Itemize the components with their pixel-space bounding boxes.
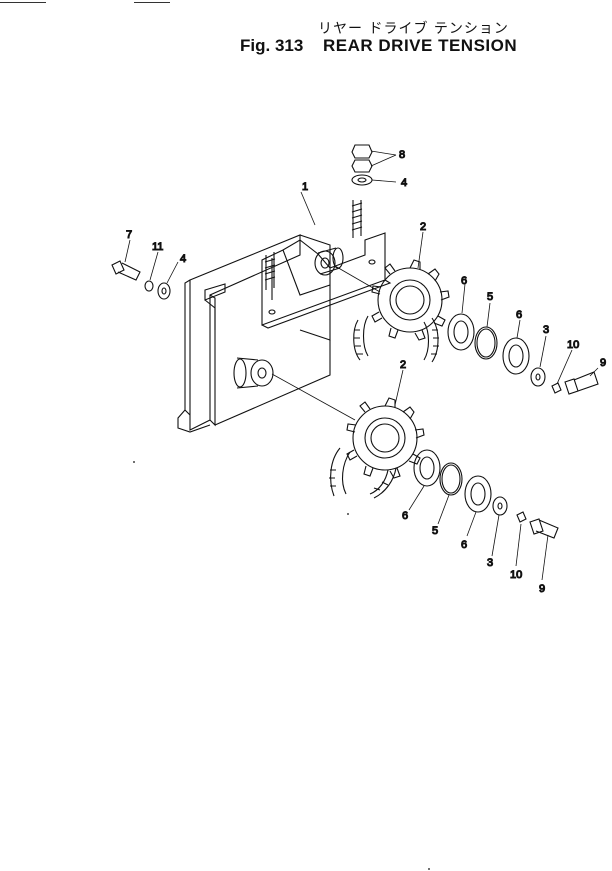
- callout-washer-right: 3: [543, 324, 549, 336]
- lower-sprocket: [329, 397, 425, 499]
- callout-lockwasher-left: 11: [152, 241, 163, 253]
- figure-title: REAR DRIVE TENSION: [323, 36, 518, 55]
- lower-shaft: [233, 357, 274, 389]
- callout-washer-lower: 3: [487, 557, 493, 569]
- callout-washer-left: 4: [180, 253, 186, 265]
- callout-bearing-lower-b: 6: [461, 539, 467, 551]
- top-nuts-washer: [351, 144, 373, 186]
- callout-snap-ring-lower: 5: [432, 525, 438, 537]
- callout-lockwasher-lower: 10: [510, 569, 522, 581]
- tension-plate: [261, 200, 392, 329]
- lower-bearing-set: [413, 449, 559, 539]
- callout-bearing-lower-a: 6: [402, 510, 408, 522]
- callout-frame: 1: [302, 181, 308, 193]
- figure-number: Fig. 313: [240, 36, 304, 55]
- title-japanese: リヤー ドライブ テンション: [318, 21, 509, 37]
- page-speck: [133, 461, 135, 463]
- callout-sprocket-upper: 2: [420, 221, 426, 233]
- callout-bolt-right: 9: [600, 357, 606, 369]
- page-speck: [428, 868, 430, 870]
- callout-bearing-upper-a: 6: [461, 275, 467, 287]
- callout-lockwasher-right: 10: [567, 339, 579, 351]
- page-speck: [347, 513, 349, 515]
- callout-bearing-upper-b: 6: [516, 309, 522, 321]
- callout-sprocket-lower: 2: [400, 359, 406, 371]
- callout-bolt-left: 7: [126, 229, 132, 241]
- top-rule-right: [134, 2, 170, 3]
- leader-lines: [124, 150, 599, 581]
- upper-bearing-set: [447, 313, 599, 395]
- callout-bolt-lower: 9: [539, 583, 545, 595]
- upper-shaft: [314, 247, 344, 276]
- callout-snap-ring-upper: 5: [487, 291, 493, 303]
- frame-bracket: [177, 234, 331, 433]
- callout-washer-top: 4: [401, 177, 407, 189]
- callout-nuts-top: 8: [399, 149, 405, 161]
- left-bolt-set: [111, 260, 171, 300]
- top-rule-left: [0, 2, 46, 3]
- upper-sprocket: [353, 259, 450, 363]
